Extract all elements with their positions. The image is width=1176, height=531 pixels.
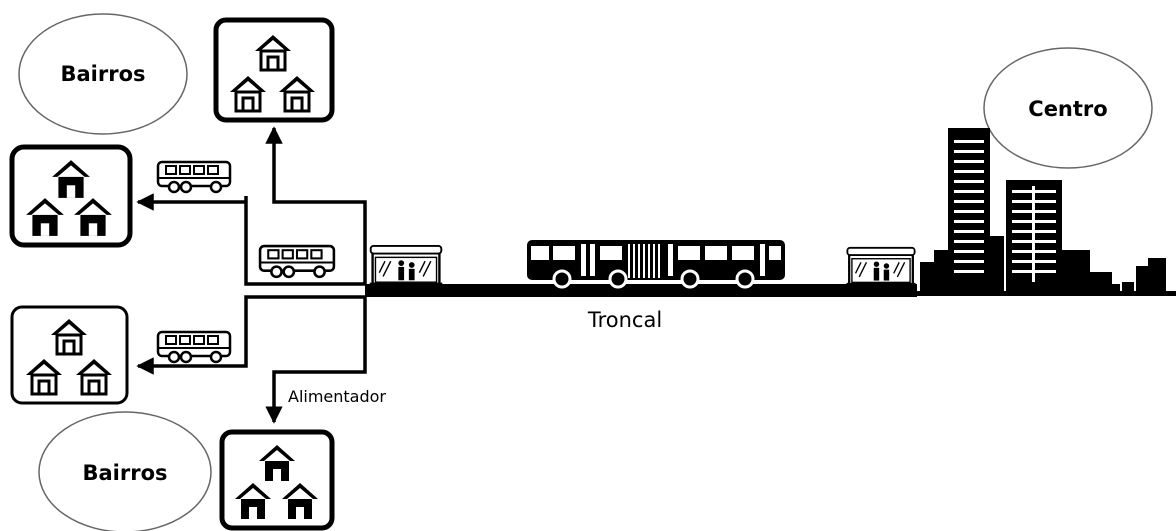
feeder-bus-icon	[158, 162, 230, 192]
neighborhood-box-bottom	[222, 432, 332, 528]
neighborhood-box-top	[216, 20, 332, 120]
bus-station-icon-left	[370, 246, 443, 284]
bus-station-icon-right	[846, 248, 915, 284]
feeder-bus-icon	[260, 246, 334, 277]
alimentador-label: Alimentador	[288, 387, 386, 406]
troncal-line	[365, 284, 917, 297]
centro-label: Centro	[1028, 97, 1107, 121]
feeder-bus-icon	[158, 332, 230, 362]
neighborhood-box-left-top	[12, 147, 130, 245]
bairros-label-top: Bairros	[60, 62, 145, 86]
bairros-label-bottom: Bairros	[82, 461, 167, 485]
articulated-bus-icon	[527, 240, 785, 287]
neighborhood-box-left-bottom	[12, 307, 127, 403]
troncal-label: Troncal	[587, 308, 662, 332]
